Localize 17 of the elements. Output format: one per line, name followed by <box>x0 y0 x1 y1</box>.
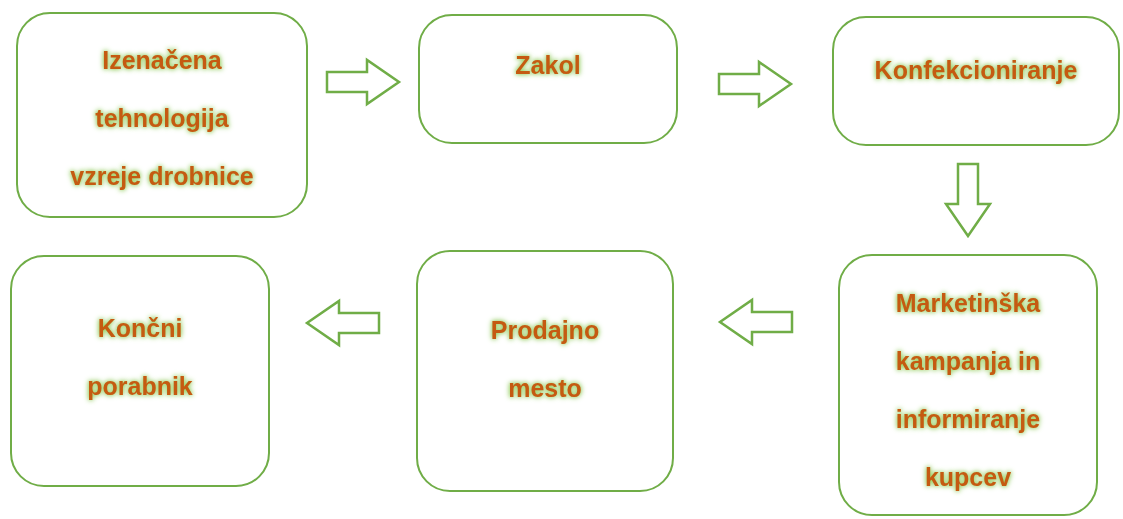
process-box <box>418 14 678 144</box>
step-label: Konfekcioniranje <box>873 55 1079 86</box>
step-label: Prodajno mesto <box>489 315 601 404</box>
step-label: Izenačena tehnologija vzreje drobnice <box>69 45 255 192</box>
block-arrow <box>304 298 381 348</box>
process-box <box>10 255 270 487</box>
block-arrow <box>717 59 794 109</box>
process-box <box>16 12 308 218</box>
step-label: Zakol <box>514 50 582 81</box>
step-label: Marketinška kampanja in informiranje kupcev <box>894 288 1042 493</box>
block-arrow <box>717 297 794 347</box>
process-box <box>838 254 1098 516</box>
block-arrow <box>943 162 993 239</box>
block-arrow <box>325 57 402 107</box>
process-box <box>416 250 674 492</box>
step-label: Končni porabnik <box>86 313 194 402</box>
process-box <box>832 16 1120 146</box>
